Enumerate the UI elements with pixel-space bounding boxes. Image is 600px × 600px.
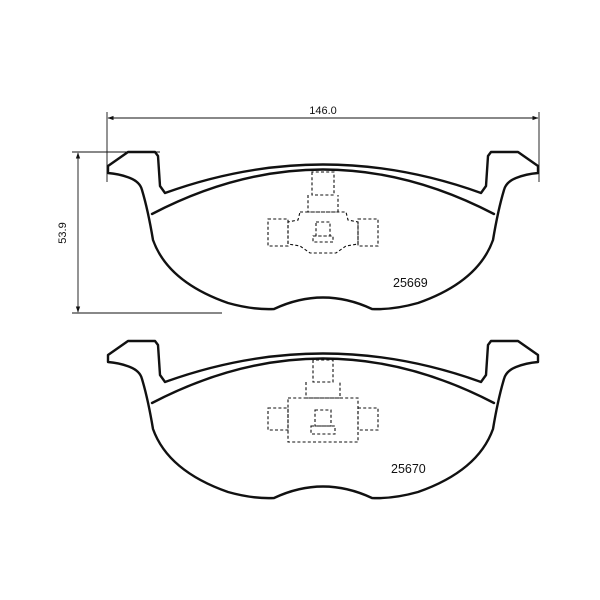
brake-pad-top: 25669 [106,150,540,311]
pad-bottom-spring-clip [267,359,379,443]
pad-bottom-part-number: 25670 [391,462,426,476]
pad-top-spring-clip [267,171,379,254]
brake-pad-bottom: 25670 [106,339,540,500]
width-dimension-label: 146.0 [309,105,337,117]
pad-top-part-number: 25669 [393,276,428,290]
pad-bottom-friction-edge [150,357,496,405]
pad-top-outline [106,150,540,311]
pad-top-friction-edge [150,168,496,216]
width-dimension: 146.0 [106,105,540,182]
pad-bottom-outline [106,339,540,500]
height-dimension-label: 53.9 [57,222,69,243]
